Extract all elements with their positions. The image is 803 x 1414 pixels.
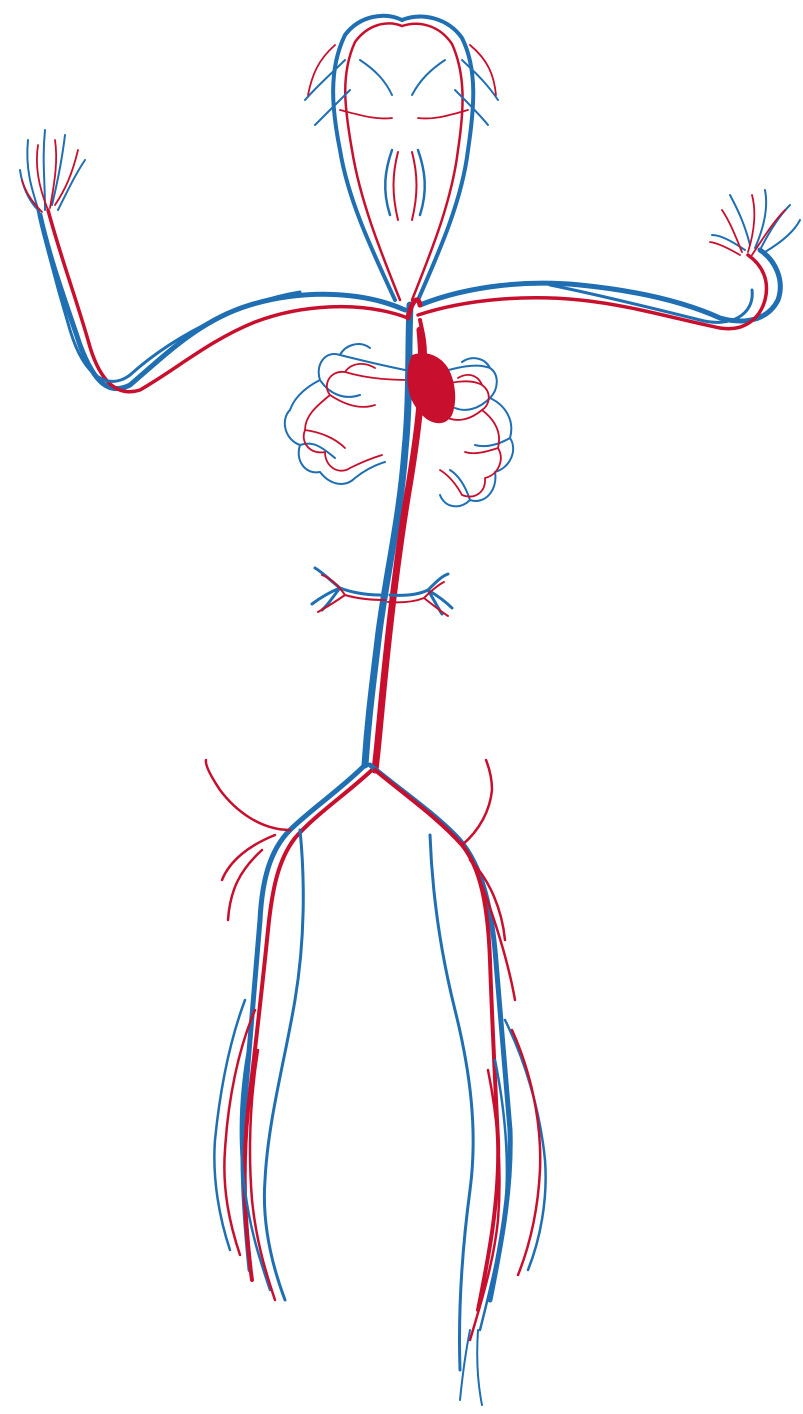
right-calf-vessels — [480, 1020, 546, 1330]
right-hand-vessels — [712, 190, 800, 252]
right-leg-vessels — [370, 760, 546, 1405]
right-foot-vessels — [460, 1330, 482, 1405]
right-iliac-artery — [375, 770, 498, 1310]
left-lung-veins — [285, 344, 405, 484]
face-vessel-right — [412, 60, 498, 125]
right-saphenous-vein — [430, 835, 473, 1370]
jaw-vessels — [385, 150, 425, 215]
face-vessel-left — [305, 60, 392, 125]
head-artery-left — [345, 23, 402, 300]
right-iliac-vein — [370, 765, 510, 1300]
left-thigh-branch — [206, 760, 290, 920]
left-cephalic-vein — [38, 210, 300, 381]
right-subclavian-vein — [420, 250, 780, 321]
left-hand-vessels — [20, 130, 85, 215]
trunk-vessels — [365, 300, 455, 770]
jaw-arteries — [394, 152, 417, 220]
left-leg-vessels — [206, 760, 372, 1300]
right-arm-vessels — [418, 190, 800, 329]
heart — [407, 353, 455, 423]
right-renal-vein — [390, 574, 452, 614]
left-arm-vessels — [20, 130, 408, 392]
head-artery-right — [402, 24, 463, 300]
head-vein-left — [333, 16, 402, 300]
head-vessels — [305, 16, 498, 300]
